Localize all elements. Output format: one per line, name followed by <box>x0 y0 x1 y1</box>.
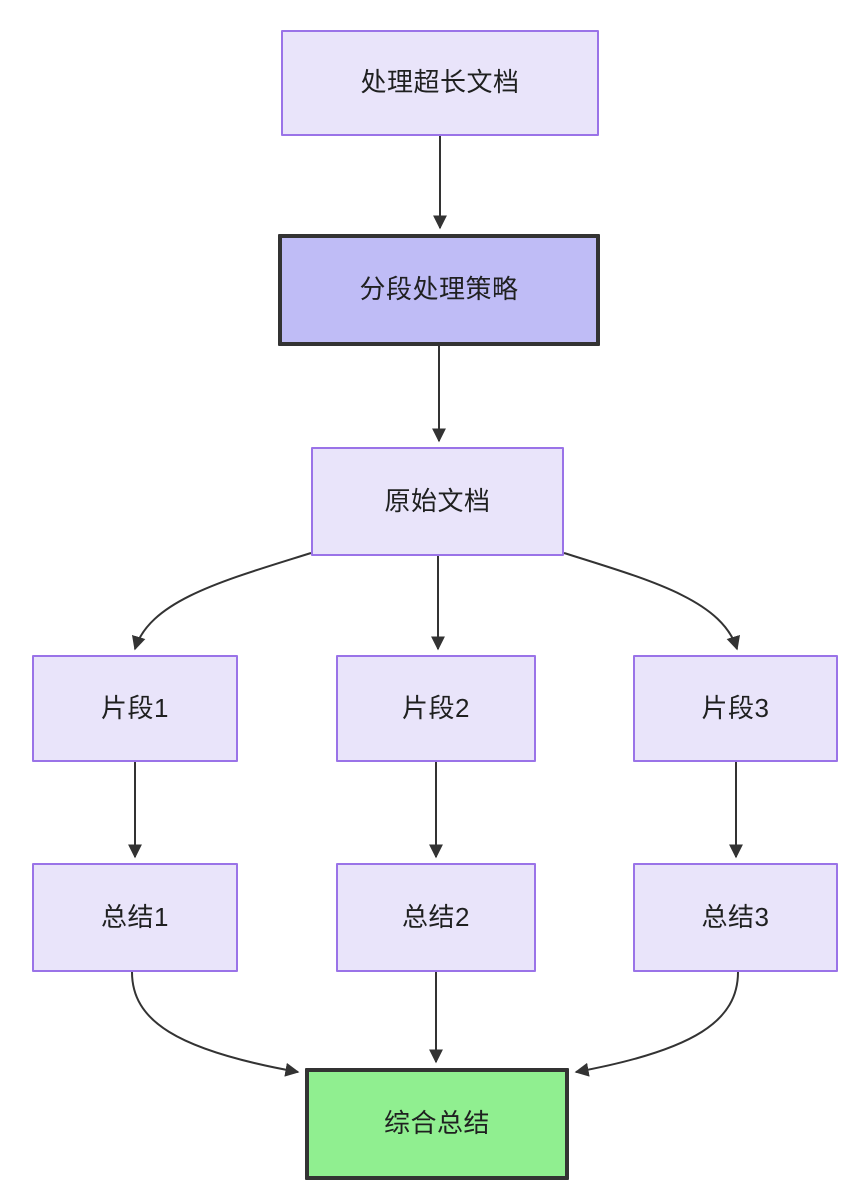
node-label: 总结1 <box>101 901 169 932</box>
node-summary-2[interactable]: 总结2 <box>336 863 536 972</box>
node-label: 片段2 <box>402 692 470 723</box>
edge-sum1-to-final <box>131 971 300 1077</box>
node-process-long-document[interactable]: 处理超长文档 <box>281 30 599 136</box>
node-label: 综合总结 <box>383 1108 490 1139</box>
node-label: 片段1 <box>101 692 169 723</box>
node-source-document[interactable]: 原始文档 <box>311 447 564 556</box>
node-label: 总结2 <box>402 901 470 932</box>
edge-sum3-to-final <box>574 971 739 1077</box>
node-label: 原始文档 <box>384 485 491 516</box>
node-fragment-3[interactable]: 片段3 <box>633 655 838 762</box>
node-summary-1[interactable]: 总结1 <box>32 863 238 972</box>
node-label: 片段3 <box>701 692 770 723</box>
edge-source-to-frag1 <box>132 552 312 651</box>
node-fragment-1[interactable]: 片段1 <box>32 655 238 762</box>
node-chunking-strategy[interactable]: 分段处理策略 <box>278 234 600 346</box>
edge-source-to-frag3 <box>563 552 740 651</box>
node-combined-summary[interactable]: 综合总结 <box>305 1068 569 1180</box>
node-label: 处理超长文档 <box>360 67 520 98</box>
node-label: 分段处理策略 <box>359 274 519 305</box>
node-fragment-2[interactable]: 片段2 <box>336 655 536 762</box>
node-label: 总结3 <box>701 901 770 932</box>
node-summary-3[interactable]: 总结3 <box>633 863 838 972</box>
